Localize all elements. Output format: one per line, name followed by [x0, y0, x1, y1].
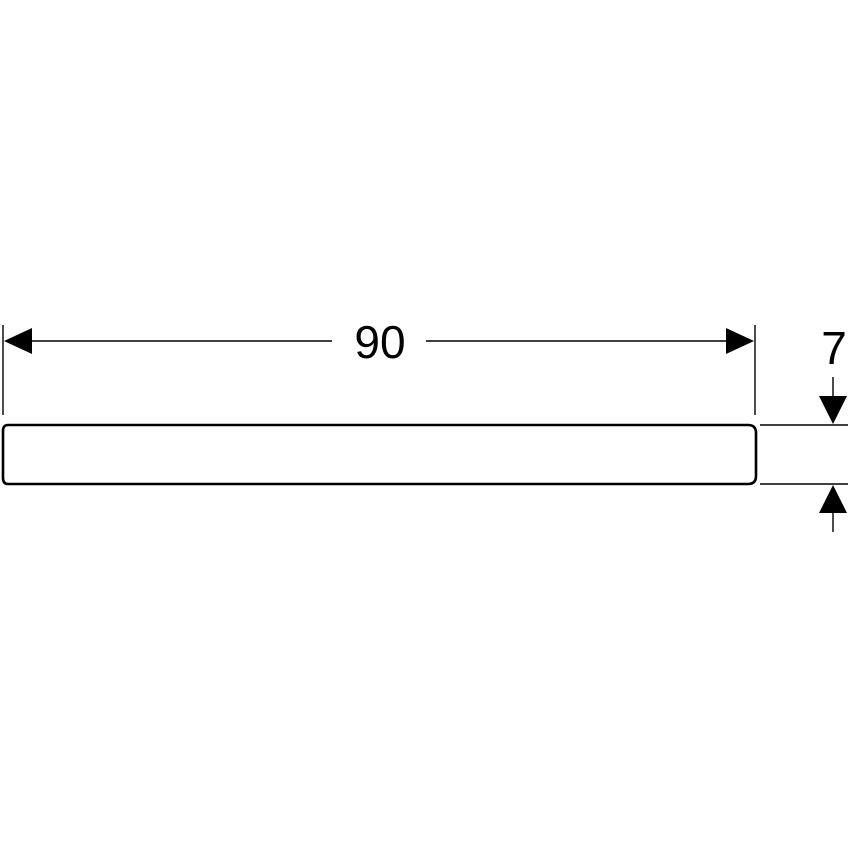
- height-arrow-up-icon: [819, 485, 847, 513]
- width-dimension-label: 90: [354, 316, 405, 368]
- height-arrow-down-icon: [819, 396, 847, 424]
- width-arrow-right-icon: [726, 328, 754, 354]
- width-arrow-left-icon: [4, 328, 32, 354]
- height-dimension-label: 7: [821, 322, 847, 374]
- panel-outline: [1, 423, 758, 486]
